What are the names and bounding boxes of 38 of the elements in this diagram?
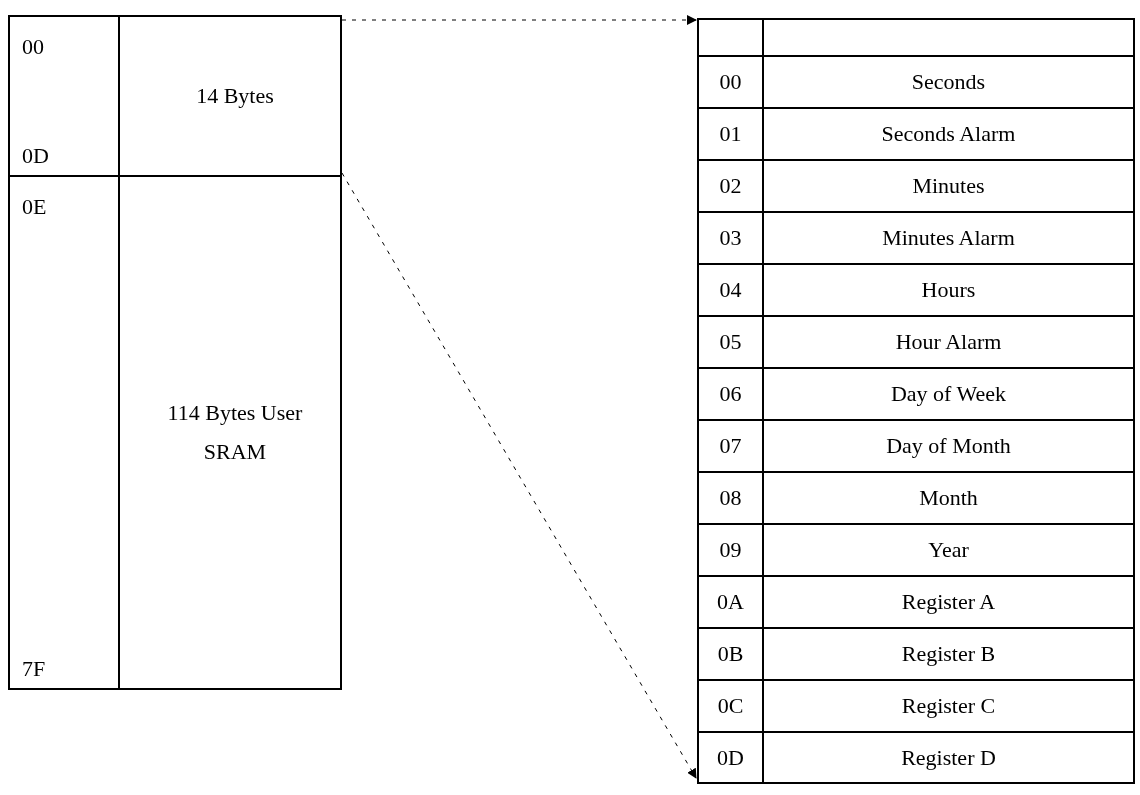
address-text: 0C (699, 679, 762, 731)
address-text: 02 (699, 159, 762, 211)
register-name: Hour Alarm (764, 315, 1133, 367)
address-text: 7F (22, 654, 46, 683)
register-name: Seconds (764, 55, 1133, 107)
register-name: Seconds Alarm (764, 107, 1133, 159)
address-text: 0D (22, 141, 49, 170)
register-name: Register B (764, 627, 1133, 679)
register-name: Year (764, 523, 1133, 575)
address-text: 05 (699, 315, 762, 367)
address-text: 0D (699, 731, 762, 783)
block-text: 14 Bytes (195, 82, 275, 111)
address-text: 06 (699, 367, 762, 419)
register-table (697, 18, 1135, 784)
address-text: 09 (699, 523, 762, 575)
address-text: 01 (699, 107, 762, 159)
register-name: Month (764, 471, 1133, 523)
register-name: Register C (764, 679, 1133, 731)
register-name: Register D (764, 731, 1133, 783)
register-name: Hours (764, 263, 1133, 315)
memory-block (8, 15, 342, 177)
register-name: Day of Month (764, 419, 1133, 471)
block-text: 114 Bytes User SRAM (166, 398, 304, 467)
register-name: Register A (764, 575, 1133, 627)
register-name: Day of Week (764, 367, 1133, 419)
memory-block (8, 175, 342, 690)
address-text: 0A (699, 575, 762, 627)
address-text: 0E (22, 193, 47, 221)
address-text: 0B (699, 627, 762, 679)
address-text: 04 (699, 263, 762, 315)
address-text: 00 (22, 33, 44, 61)
dotted-arrow (341, 15, 697, 25)
address-text: 08 (699, 471, 762, 523)
register-name: Minutes (764, 159, 1133, 211)
address-text: 03 (699, 211, 762, 263)
address-text: 00 (699, 55, 762, 107)
address-text: 07 (699, 419, 762, 471)
register-name: Minutes Alarm (764, 211, 1133, 263)
